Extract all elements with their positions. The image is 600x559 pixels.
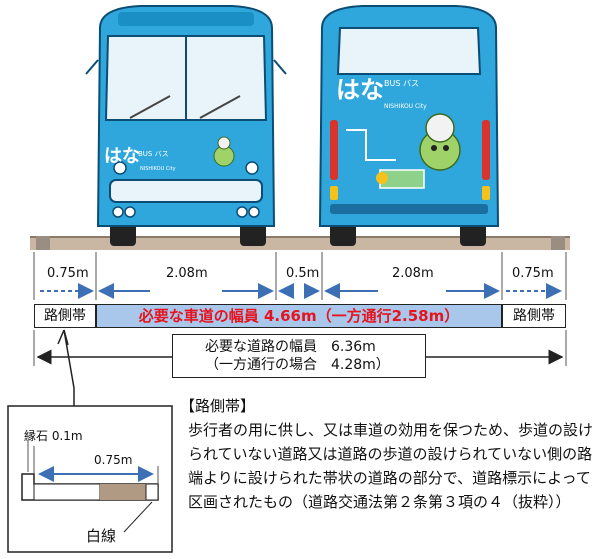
curb-right (551, 236, 565, 250)
definition-heading: 【路側帯】 (180, 397, 256, 415)
front-bus (85, 5, 287, 246)
shoulder-label-right: 路側帯 (513, 308, 555, 324)
front-bus-logo-sub: NISHIKOU City (140, 166, 176, 172)
rear-bus (318, 5, 500, 246)
rear-bus-logo-sub: NISHIKOU City (384, 103, 427, 110)
summary-line-1: 必要な道路の幅員 6.36m (205, 339, 376, 355)
dim-left-shoulder: 0.75m (47, 266, 89, 281)
dim-lane-right: 2.08m (392, 266, 434, 281)
front-bus-logo-small: BUS バス (138, 150, 169, 158)
bus-illustrations: はな BUS バス NISHIKOU City は (30, 5, 570, 250)
summary-line-2: （一方通行の場合 4.28m） (205, 357, 390, 373)
total-width-summary: 必要な道路の幅員 6.36m （一方通行の場合 4.28m） (172, 334, 426, 378)
dim-gap: 0.5m (286, 266, 320, 281)
required-width-bar: 必要な車道の幅員 4.66m（一方通行2.58m） (96, 304, 502, 328)
curb-left (36, 236, 50, 250)
rear-bus-logo-small: BUS バス (384, 79, 419, 88)
shoulder-box-left: 路側帯 (34, 304, 96, 328)
curb-label: 縁石 0.1m (24, 429, 83, 443)
rear-bus-logo: はな (336, 76, 384, 104)
definition-text: 歩行者の用に供し、又は車道の効用を保つため、歩道の設けられていない道路又は道路の… (188, 421, 594, 511)
dim-right-shoulder: 0.75m (512, 266, 554, 281)
detail-width-label: 0.75m (94, 453, 133, 467)
shoulder-box-right: 路側帯 (502, 304, 566, 328)
dim-lane-left: 2.08m (166, 266, 208, 281)
white-line-label: 白線 (86, 527, 117, 545)
road-surface (30, 236, 570, 250)
required-width-label: 必要な車道の幅員 4.66m（一方通行2.58m） (138, 307, 460, 325)
asphalt-fill (100, 484, 146, 500)
white-line-mark (145, 483, 159, 501)
dimension-lines (33, 252, 567, 366)
shoulder-label-left: 路側帯 (44, 308, 86, 324)
front-bus-logo: はな (104, 146, 140, 167)
